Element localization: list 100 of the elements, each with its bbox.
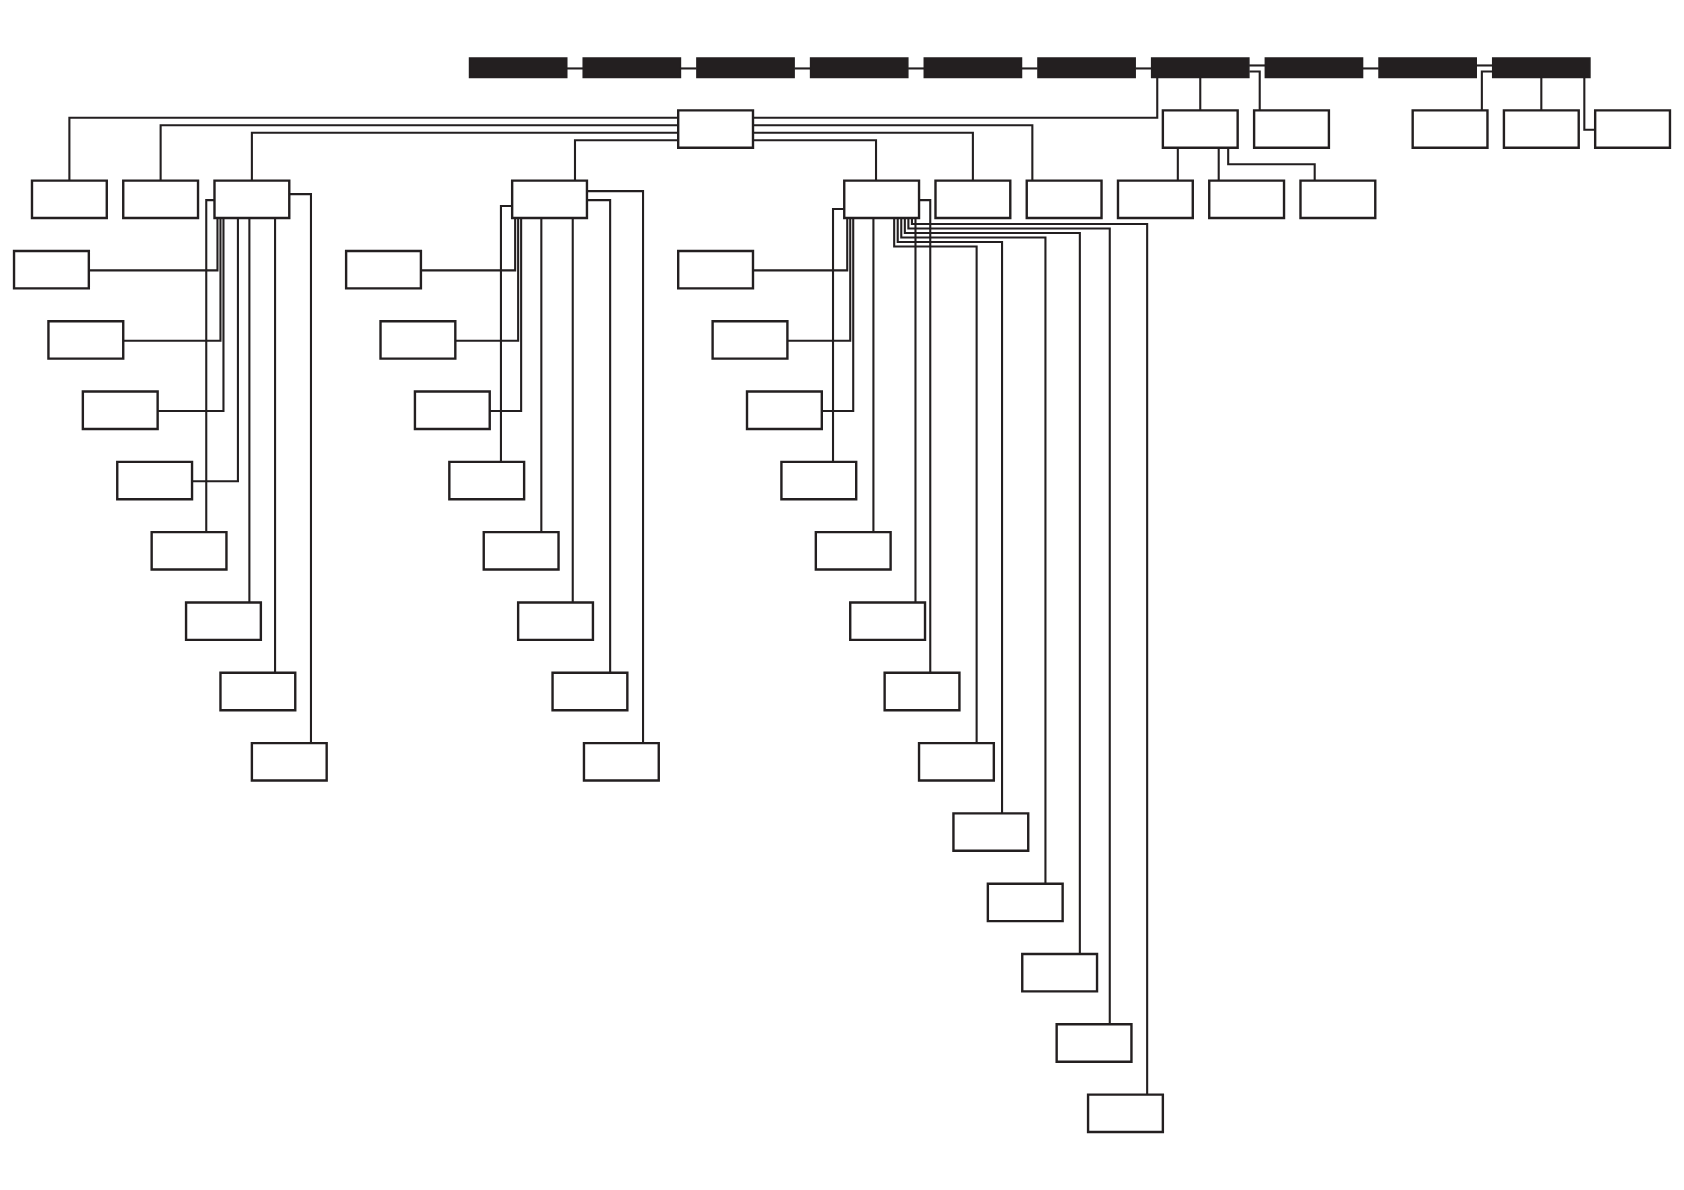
node-box — [1502, 109, 1580, 149]
connector — [1135, 67, 1152, 70]
connector — [1476, 64, 1493, 67]
connector — [248, 218, 251, 603]
connector — [250, 131, 679, 181]
connector — [1199, 77, 1202, 110]
node-box — [12, 249, 91, 290]
connector — [910, 217, 1149, 1095]
connector — [753, 124, 1034, 181]
node-box — [516, 601, 595, 642]
node-box — [1116, 179, 1194, 220]
node-box — [745, 390, 823, 431]
connector — [1021, 67, 1038, 70]
connector — [489, 218, 523, 413]
node-box — [30, 179, 108, 220]
node-box — [1025, 179, 1103, 220]
node-box — [677, 249, 755, 290]
node-box — [1208, 179, 1286, 220]
connector — [68, 116, 679, 181]
node-bar — [809, 57, 909, 79]
node-bar — [468, 57, 568, 79]
connector — [896, 218, 1004, 814]
node-box — [1299, 179, 1377, 220]
node-box — [122, 179, 200, 220]
node-box — [81, 390, 159, 431]
connector — [159, 124, 678, 181]
node-box — [1252, 109, 1331, 149]
node-bar — [1264, 57, 1364, 79]
connector — [89, 218, 219, 272]
connector — [1249, 70, 1261, 111]
connector — [573, 139, 678, 180]
connector — [158, 218, 225, 413]
node-box — [780, 460, 858, 501]
node-box — [1086, 1093, 1165, 1134]
node-box — [934, 179, 1012, 220]
connector — [1583, 77, 1596, 131]
node-box — [883, 671, 961, 712]
node-bar — [696, 57, 795, 79]
node-bar — [582, 57, 682, 79]
node-box — [1411, 109, 1489, 149]
connector — [872, 218, 875, 532]
node-bar — [923, 57, 1023, 79]
connector — [680, 67, 697, 70]
node-box — [551, 671, 629, 712]
node-box — [510, 179, 589, 220]
node-box — [917, 741, 996, 782]
connector — [540, 218, 543, 532]
node-bar — [1491, 57, 1591, 79]
node-bar — [1150, 57, 1250, 79]
node-box — [250, 741, 328, 782]
connector — [753, 139, 878, 180]
node-box — [219, 671, 297, 712]
connector — [753, 218, 849, 272]
node-box — [47, 320, 125, 360]
connector — [421, 218, 517, 272]
node-box — [379, 320, 457, 360]
connector — [794, 67, 811, 70]
node-box — [582, 741, 660, 782]
connector — [893, 218, 978, 743]
node-box — [1021, 952, 1099, 993]
node-box — [150, 530, 228, 571]
connector — [192, 218, 239, 483]
node-box — [1161, 109, 1239, 149]
connector — [900, 218, 1047, 884]
node-box — [677, 109, 755, 149]
connector — [903, 218, 1081, 954]
node-box — [1593, 109, 1672, 149]
connector — [455, 218, 520, 342]
connector — [123, 218, 222, 342]
node-box — [482, 530, 560, 571]
connector — [787, 218, 852, 342]
node-box — [849, 601, 927, 642]
node-box — [213, 179, 291, 220]
connector — [753, 77, 1159, 119]
node-box — [814, 530, 892, 571]
connector — [908, 67, 925, 70]
connector — [499, 205, 512, 462]
connector — [587, 190, 645, 743]
connector — [914, 218, 917, 603]
connector — [289, 193, 312, 743]
connector — [1540, 77, 1543, 110]
node-box — [952, 812, 1030, 852]
connector — [907, 218, 1111, 1025]
node-box — [711, 320, 789, 360]
node-bar — [1037, 57, 1136, 79]
node-box — [986, 882, 1064, 923]
connector — [1249, 64, 1266, 67]
connector — [1480, 70, 1493, 111]
connector — [753, 131, 974, 181]
connector — [274, 218, 277, 673]
connector — [831, 208, 844, 462]
connector — [571, 218, 574, 603]
node-bar — [1378, 57, 1477, 79]
node-box — [843, 179, 921, 220]
node-box — [344, 249, 423, 290]
connector — [1227, 147, 1316, 181]
connector — [1217, 148, 1220, 181]
node-box — [413, 390, 491, 431]
connector — [919, 199, 932, 673]
connector — [822, 218, 855, 413]
